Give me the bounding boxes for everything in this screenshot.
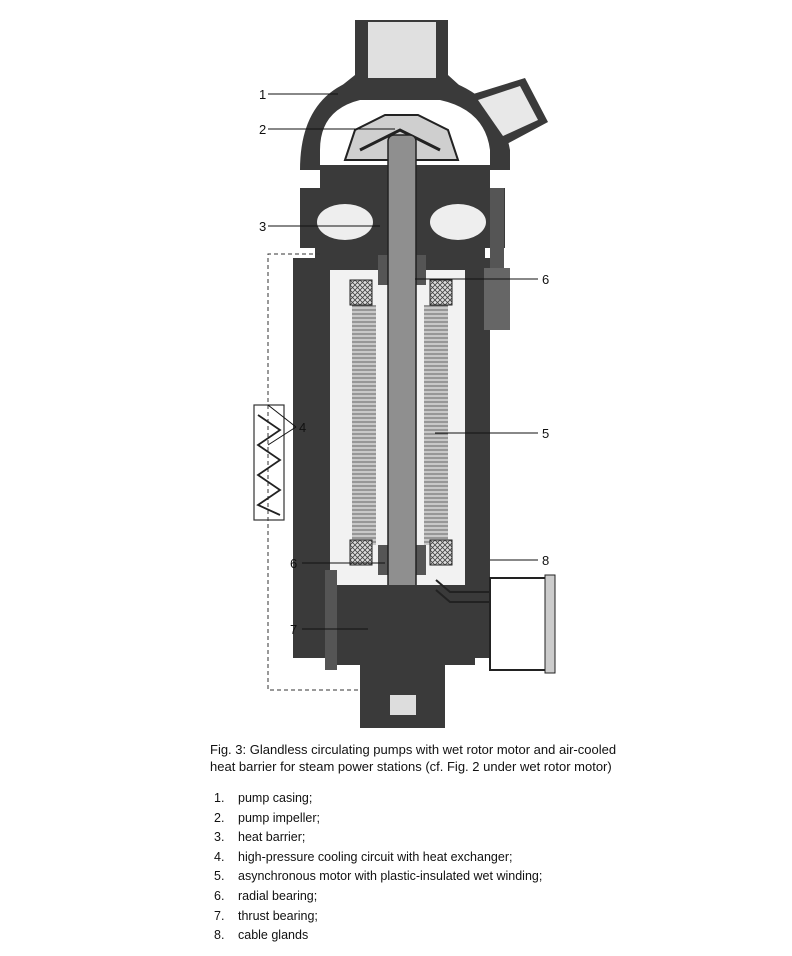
legend-label: cable glands <box>238 928 309 943</box>
legend-number: 7. <box>214 908 225 923</box>
pump-cross-section-drawing: 1 2 3 4 5 6 6 7 8 <box>253 20 556 728</box>
heat-barrier-cavity-left <box>317 204 373 240</box>
impeller-vanes <box>359 128 441 152</box>
cable-lines-2 <box>435 589 490 603</box>
legend-item: 1. pump casing; <box>214 789 542 809</box>
legend-item: 2. pump impeller; <box>214 809 542 829</box>
legend-number: 5. <box>214 869 225 884</box>
callout-3: 3 <box>259 219 266 234</box>
callout-2: 2 <box>259 122 266 137</box>
legend-number: 1. <box>214 791 225 805</box>
legend-number: 3. <box>214 830 225 845</box>
callout-8: 8 <box>542 553 549 568</box>
winding-head-bottom-left <box>349 539 373 566</box>
legend-label: pump casing; <box>238 791 313 805</box>
legend-label: heat barrier; <box>238 830 306 845</box>
callout-5: 5 <box>542 426 549 441</box>
legend-number: 2. <box>214 810 225 825</box>
legend-label: thrust bearing; <box>238 908 318 923</box>
winding-head-top-left <box>349 279 373 306</box>
legend-number: 4. <box>214 849 225 864</box>
cable-lines <box>435 579 490 593</box>
legend-item: 5. asynchronous motor with plastic-insula… <box>214 867 542 887</box>
legend-label: asynchronous motor with plastic-insulate… <box>238 869 543 884</box>
winding-head-top-right <box>429 279 453 306</box>
cooling-circuit-line <box>267 253 360 691</box>
bolt-right <box>490 188 504 273</box>
leader-4b <box>267 426 297 446</box>
legend-list: 1. pump casing; 2. pump impeller; 3. heat b… <box>214 789 542 946</box>
pump-casing <box>300 78 510 170</box>
leader-4a <box>267 404 297 428</box>
heat-exchanger <box>253 404 285 521</box>
callout-6-bottom: 6 <box>290 556 297 571</box>
right-fitting <box>484 268 510 330</box>
junction-box-cover <box>544 574 556 674</box>
legend-label: pump impeller; <box>238 810 320 825</box>
legend-item: 6. radial bearing; <box>214 887 542 907</box>
legend-item: 8. cable glands <box>214 926 542 946</box>
legend-item: 3. heat barrier; <box>214 828 542 848</box>
caption-line-2: heat barrier for steam power stations (c… <box>210 759 612 774</box>
shaft <box>387 134 417 636</box>
stator-winding-left <box>352 305 376 545</box>
legend-number: 8. <box>214 928 225 943</box>
callout-4: 4 <box>299 420 306 435</box>
cooling-pipe-left <box>325 570 337 670</box>
lower-housing <box>330 585 475 690</box>
heat-exchanger-coil <box>256 414 282 516</box>
callout-7: 7 <box>290 622 297 637</box>
callout-6-top: 6 <box>542 272 549 287</box>
legend-item: 4. high-pressure cooling circuit with hea… <box>214 848 542 868</box>
figure-caption: Fig. 3: Glandless circulating pumps with… <box>210 741 680 775</box>
callout-1: 1 <box>259 87 266 102</box>
end-cap-bore <box>390 695 416 715</box>
winding-head-bottom-right <box>429 539 453 566</box>
heat-barrier-cavity-right <box>430 204 486 240</box>
caption-line-1: Fig. 3: Glandless circulating pumps with… <box>210 742 617 757</box>
legend-item: 7. thrust bearing; <box>214 907 542 927</box>
junction-box <box>489 577 549 671</box>
discharge-bore <box>478 86 538 136</box>
stator-winding-right <box>424 305 448 545</box>
legend-label: high-pressure cooling circuit with heat … <box>238 849 513 864</box>
legend-number: 6. <box>214 888 225 903</box>
legend-label: radial bearing; <box>238 888 318 903</box>
